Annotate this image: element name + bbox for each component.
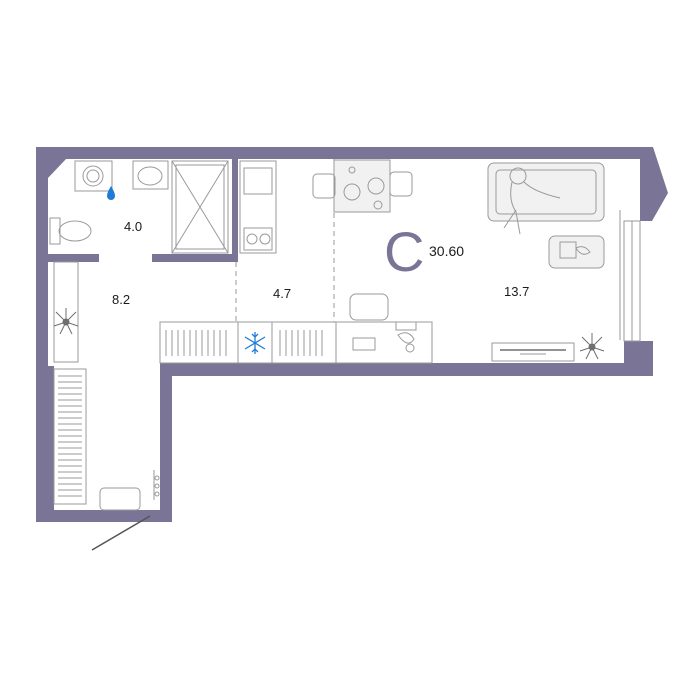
- dining-table: [312, 159, 413, 213]
- desk: [335, 293, 433, 364]
- coffee-table: [548, 235, 605, 269]
- shower: [171, 160, 229, 254]
- snowflake-icon: [244, 332, 266, 354]
- stove: [243, 227, 273, 251]
- plant-icon: [579, 333, 605, 360]
- sink: [132, 160, 169, 190]
- closet-left: [53, 261, 141, 511]
- window-right: [619, 210, 641, 342]
- sofa: [487, 162, 605, 235]
- kitchen: [159, 160, 337, 364]
- water-drop-icon: [107, 186, 115, 200]
- kitchen-sink: [243, 167, 273, 195]
- plant-icon: [53, 308, 79, 335]
- toilet: [49, 217, 92, 245]
- bathroom: [49, 160, 229, 254]
- kitchen-area-label: 4.7: [273, 286, 291, 301]
- entrance-door: [91, 470, 160, 551]
- walls: [36, 147, 668, 522]
- apartment-type-letter: С: [384, 220, 424, 283]
- washing-machine: [74, 160, 113, 192]
- bathroom-area-label: 4.0: [124, 219, 142, 234]
- tv-unit: [491, 342, 575, 362]
- total-area-label: 30.60: [429, 243, 464, 259]
- hallway-area-label: 8.2: [112, 292, 130, 307]
- living-area-label: 13.7: [504, 284, 529, 299]
